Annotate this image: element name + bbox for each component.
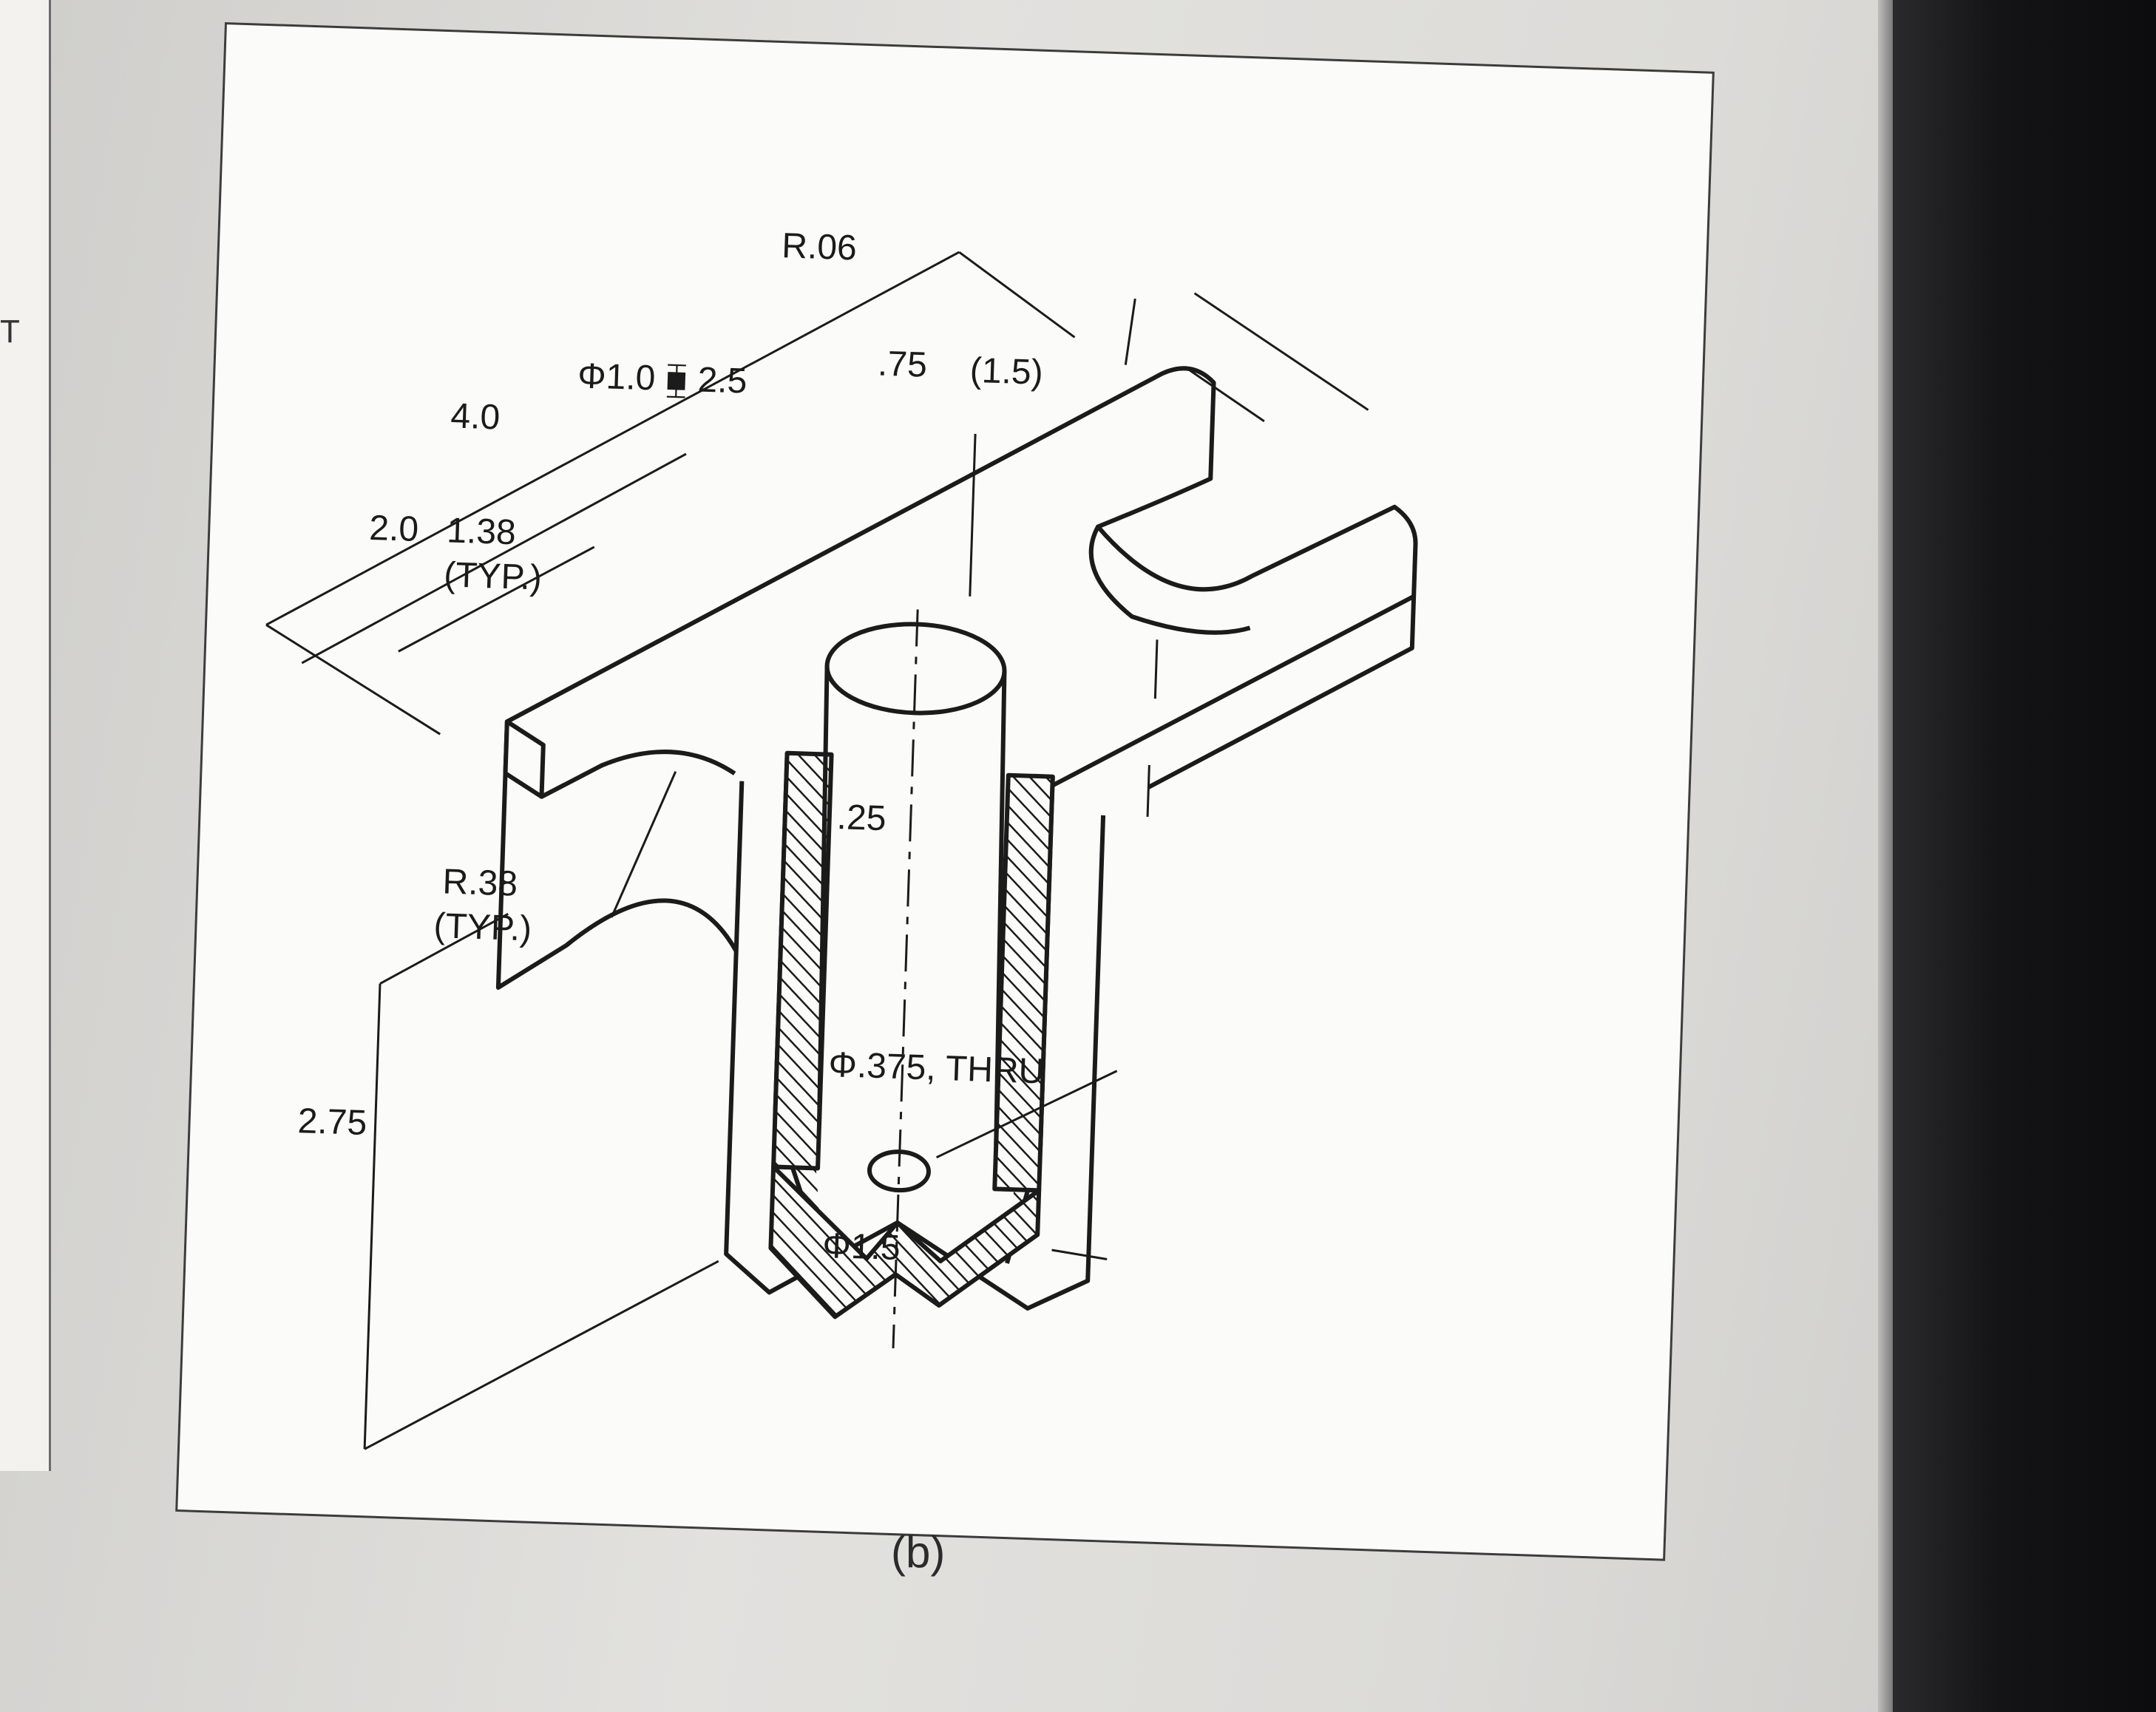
label-outer-diameter: Φ1.5	[822, 1226, 901, 1268]
hatch-right	[992, 772, 1055, 1193]
label-slot-width: .75	[877, 344, 927, 385]
label-corner-radius: R.06	[782, 226, 858, 268]
dim-line-1-38	[398, 546, 595, 653]
plate-front-edge	[540, 750, 736, 799]
plate-right-edge	[1147, 596, 1417, 789]
dim-line-1-5	[1193, 292, 1369, 411]
label-through-hole: Φ.375, THRU	[828, 1045, 1045, 1092]
previous-figure-panel: T	[0, 0, 51, 1471]
ext-line-height	[379, 913, 509, 985]
label-slot-offset: 1.38	[446, 511, 516, 552]
figure-caption: (b)	[891, 1527, 946, 1577]
dim-line-2-0	[301, 452, 687, 665]
monitor-bezel	[1893, 0, 2156, 1712]
label-thickness: .25	[836, 798, 887, 838]
label-slot-radius-note: (TYP.)	[433, 906, 532, 948]
label-half-length: 2.0	[369, 509, 419, 549]
dim-line-4-0	[265, 251, 960, 626]
label-slot-radius: R.38	[442, 862, 518, 903]
leader-r38	[610, 771, 677, 918]
ext-line-top	[958, 251, 1076, 339]
bottom-hatch	[768, 1164, 1042, 1319]
center-axis	[892, 609, 919, 1349]
label-arm-width: (1.5)	[969, 351, 1043, 393]
dim-line-75	[1184, 366, 1265, 423]
slot-arc	[1088, 526, 1251, 635]
figure-frame: 4.0 2.0 1.38 (TYP.) Φ1.0 ⧯ 2.5 R.06 .75 …	[175, 22, 1715, 1561]
dim-line-2-75	[363, 983, 382, 1450]
isometric-drawing: 4.0 2.0 1.38 (TYP.) Φ1.0 ⧯ 2.5 R.06 .75 …	[265, 226, 1418, 1450]
label-slot-offset-note: (TYP.)	[443, 555, 542, 597]
leader-25-bottom	[1146, 764, 1150, 818]
panel-letter: T	[0, 313, 20, 350]
leader-25-top	[1153, 639, 1159, 699]
label-counterbore: Φ1.0 ⧯ 2.5	[577, 356, 748, 401]
ext-line-left	[265, 624, 441, 736]
label-overall-length: 4.0	[450, 396, 501, 437]
leader-r06	[1124, 298, 1136, 365]
hatch-left	[771, 750, 834, 1171]
label-height: 2.75	[297, 1101, 367, 1143]
leader-phi15	[1051, 1249, 1108, 1260]
ext-line-base	[364, 1260, 719, 1450]
leader-phi375	[935, 1070, 1118, 1159]
dimension-labels: 4.0 2.0 1.38 (TYP.) Φ1.0 ⧯ 2.5 R.06 .75 …	[297, 226, 1045, 1268]
leader-phi10	[969, 433, 977, 597]
counterbore-bore	[817, 665, 1007, 1145]
